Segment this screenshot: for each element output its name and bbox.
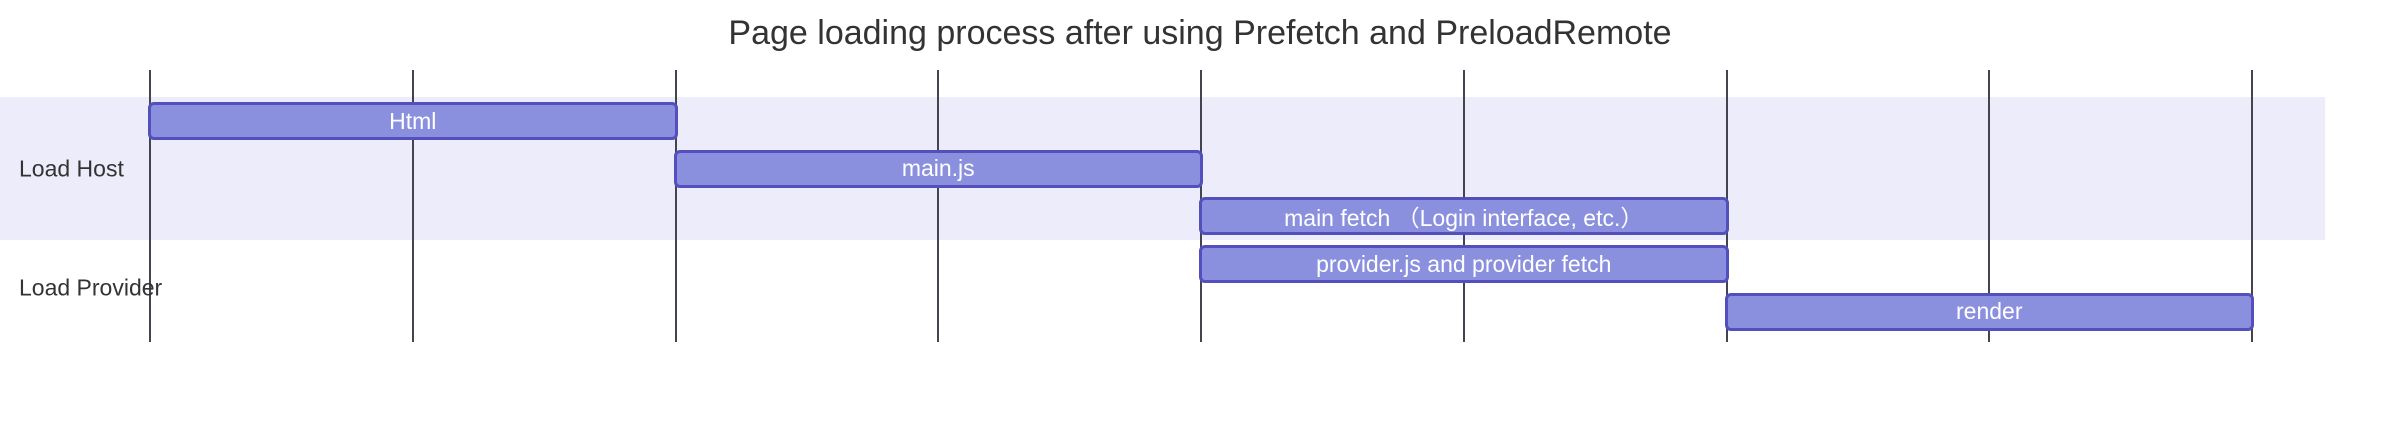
grid-tick-line	[937, 70, 940, 342]
grid-tick-line	[149, 70, 151, 342]
task-label: render	[1956, 298, 2023, 325]
task-label: provider.js and provider fetch	[1316, 250, 1612, 277]
task-label: main fetch （Login interface, etc.）	[1284, 205, 1644, 232]
grid-tick-line	[674, 70, 677, 342]
grid-tick-line	[2251, 70, 2253, 342]
task-label: Html	[389, 107, 437, 134]
grid-tick-line	[411, 70, 414, 342]
task-bar: Html	[148, 102, 678, 140]
task-label: main.js	[901, 155, 975, 182]
section-label-load-host: Load Host	[19, 155, 124, 182]
chart-title: Page loading process after using Prefetc…	[728, 14, 1672, 52]
task-bar: render	[1724, 292, 2254, 331]
task-bar: main.js	[673, 149, 1203, 188]
task-bar: provider.js and provider fetch	[1199, 245, 1729, 284]
grid-tick-line	[1988, 70, 1991, 342]
task-bar: main fetch （Login interface, etc.）	[1199, 197, 1729, 236]
section-label-load-provider: Load Provider	[19, 274, 163, 301]
